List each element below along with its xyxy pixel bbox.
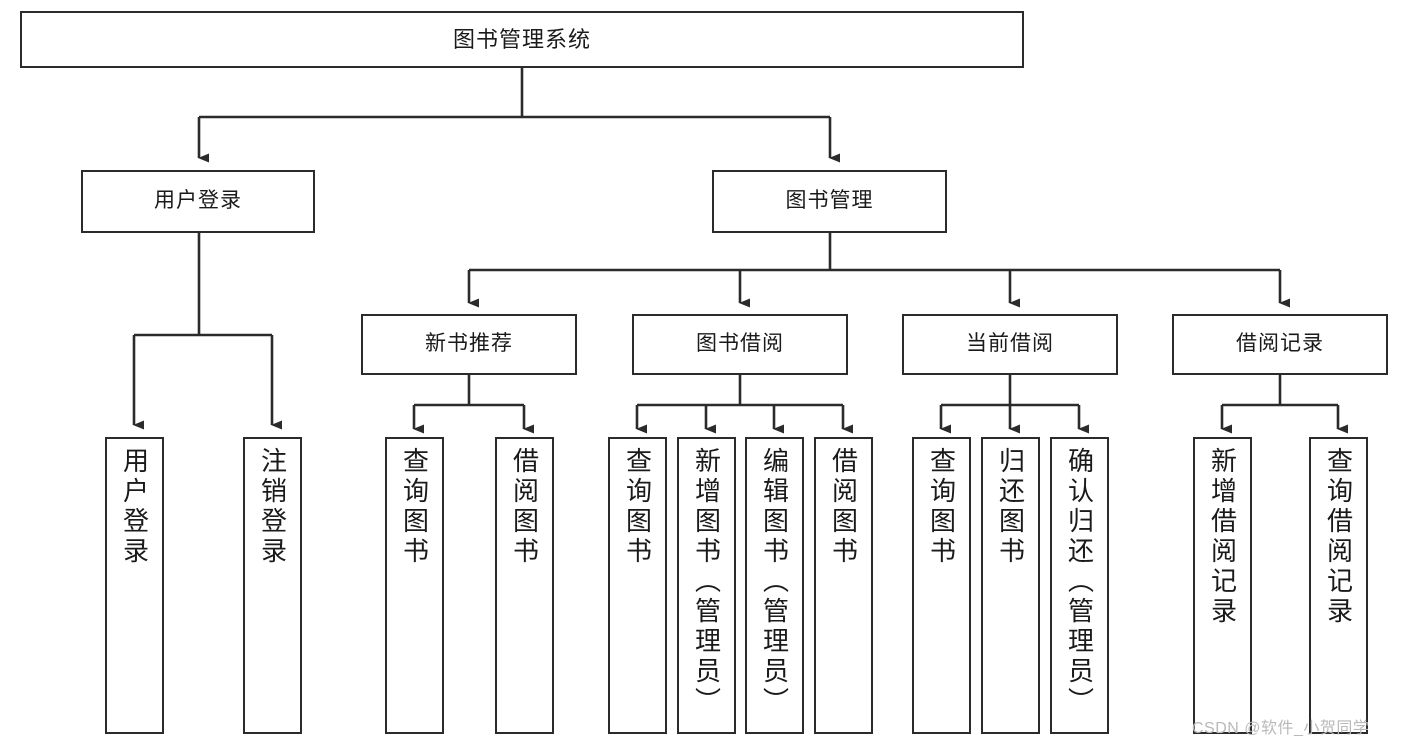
- node-label: 图书借阅: [696, 332, 784, 356]
- node-label: 借阅记录: [1236, 332, 1324, 356]
- node-label: 用户登录: [119, 447, 150, 567]
- node-label: 图书管理系统: [452, 26, 591, 52]
- node-label: 借阅图书: [828, 447, 859, 567]
- node-label: 编辑图书（管理员）: [759, 447, 790, 717]
- leaf-query-book-3[interactable]: 查询图书: [912, 437, 971, 734]
- leaf-query-book-1[interactable]: 查询图书: [385, 437, 444, 734]
- leaf-edit-book[interactable]: 编辑图书（管理员）: [745, 437, 804, 734]
- node-book-borrow[interactable]: 图书借阅: [632, 314, 848, 375]
- node-label: 归还图书: [995, 447, 1026, 567]
- leaf-query-record[interactable]: 查询借阅记录: [1309, 437, 1368, 734]
- node-label: 图书管理: [785, 189, 874, 213]
- leaf-add-book[interactable]: 新增图书（管理员）: [677, 437, 736, 734]
- watermark: CSDN @软件_小贺同学: [1192, 720, 1370, 737]
- node-label: 查询图书: [399, 447, 430, 567]
- node-user-login[interactable]: 用户登录: [81, 170, 315, 233]
- leaf-borrow-book-2[interactable]: 借阅图书: [814, 437, 873, 734]
- node-label: 查询借阅记录: [1323, 447, 1354, 627]
- node-new-book-recommend[interactable]: 新书推荐: [361, 314, 577, 375]
- node-label: 用户登录: [154, 189, 242, 213]
- node-label: 新书推荐: [425, 332, 513, 356]
- node-label: 确认归还（管理员）: [1064, 447, 1095, 717]
- leaf-confirm-return[interactable]: 确认归还（管理员）: [1050, 437, 1109, 734]
- leaf-add-record[interactable]: 新增借阅记录: [1193, 437, 1252, 734]
- node-current-borrow[interactable]: 当前借阅: [902, 314, 1118, 375]
- node-label: 查询图书: [622, 447, 653, 567]
- leaf-borrow-book-1[interactable]: 借阅图书: [495, 437, 554, 734]
- node-label: 借阅图书: [509, 447, 540, 567]
- node-label: 注销登录: [257, 447, 288, 567]
- leaf-user-login[interactable]: 用户登录: [105, 437, 164, 734]
- node-book-management[interactable]: 图书管理: [712, 170, 947, 233]
- leaf-query-book-2[interactable]: 查询图书: [608, 437, 667, 734]
- node-label: 新增图书（管理员）: [691, 447, 722, 717]
- leaf-logout-login[interactable]: 注销登录: [243, 437, 302, 734]
- node-label: 查询图书: [926, 447, 957, 567]
- node-root-book-management-system[interactable]: 图书管理系统: [20, 11, 1024, 68]
- node-borrow-record[interactable]: 借阅记录: [1172, 314, 1388, 375]
- leaf-return-book[interactable]: 归还图书: [981, 437, 1040, 734]
- node-label: 新增借阅记录: [1207, 447, 1238, 627]
- node-label: 当前借阅: [966, 332, 1054, 356]
